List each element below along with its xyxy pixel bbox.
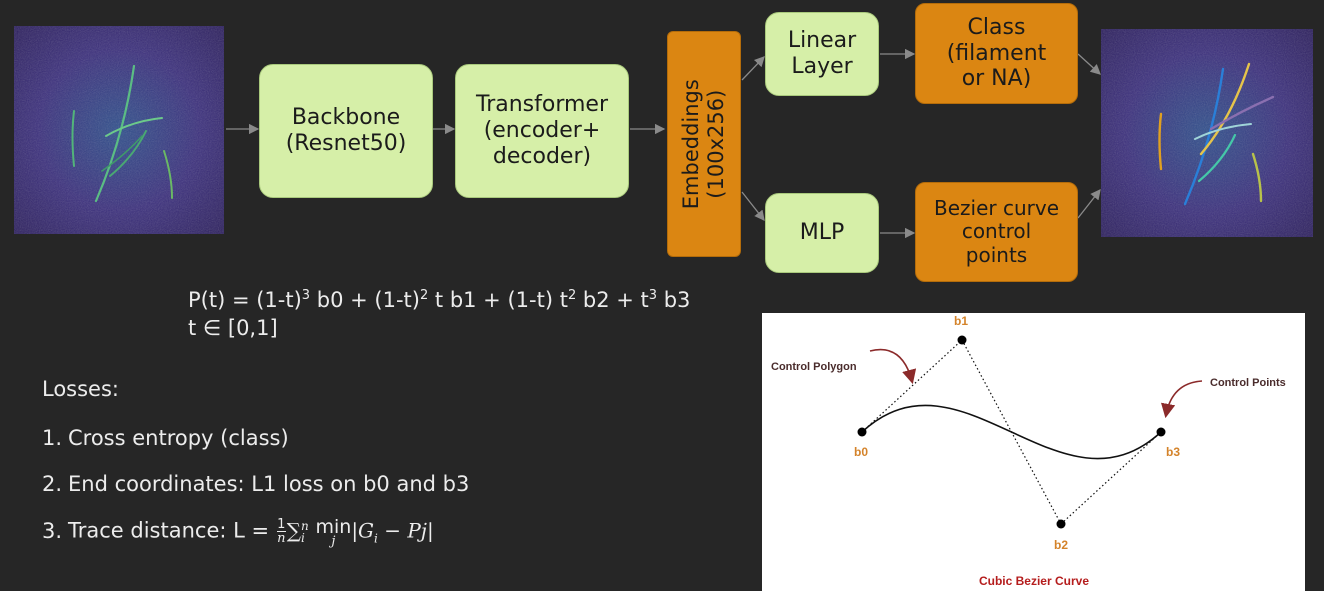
control-point-b0 — [857, 427, 867, 437]
control-polygon-segment-3 — [1060, 431, 1162, 525]
loss-item-cross-entropy: 1.Cross entropy (class) — [42, 426, 289, 450]
bezier-formula: P(t) = (1-t)3 b0 + (1-t)2 t b1 + (1-t) t… — [188, 282, 690, 342]
label-b1: b1 — [954, 314, 968, 328]
label-b2: b2 — [1054, 538, 1068, 552]
bezier-domain: t ∈ [0,1] — [188, 316, 278, 340]
label-control-polygon: Control Polygon — [771, 361, 857, 373]
embeddings-box: Embeddings (100x256) — [667, 31, 741, 257]
input-filament-image — [14, 26, 224, 234]
losses-title: Losses: — [42, 377, 119, 401]
control-point-b2 — [1056, 519, 1066, 529]
bezier-control-points-box: Bezier curve control points — [915, 182, 1078, 282]
backbone-box: Backbone (Resnet50) — [259, 64, 433, 198]
linear-layer-box: Linear Layer — [765, 12, 879, 96]
loss-item-end-coordinates: 2.End coordinates: L1 loss on b0 and b3 — [42, 472, 470, 496]
label-b0: b0 — [854, 445, 868, 459]
class-output-box: Class (filament or NA) — [915, 3, 1078, 104]
output-filament-image — [1101, 29, 1313, 237]
label-control-points: Control Points — [1210, 377, 1286, 389]
control-points-arrow — [1160, 380, 1203, 419]
mlp-box: MLP — [765, 193, 879, 273]
control-point-b3 — [1156, 427, 1166, 437]
cubic-bezier-figure: b0 b1 b2 b3 Control Polygon Control Poin… — [762, 313, 1305, 591]
embeddings-label: Embeddings (100x256) — [678, 78, 728, 210]
control-polygon-segment-1 — [861, 339, 963, 433]
label-b3: b3 — [1166, 445, 1180, 459]
control-polygon-arrow — [869, 348, 917, 385]
bezier-curve — [861, 404, 1162, 460]
figure-caption: Cubic Bezier Curve — [979, 574, 1089, 588]
transformer-box: Transformer (encoder+ decoder) — [455, 64, 629, 198]
control-point-b1 — [957, 335, 967, 345]
bezier-equation: P(t) = (1-t)3 b0 + (1-t)2 t b1 + (1-t) t… — [188, 288, 691, 312]
